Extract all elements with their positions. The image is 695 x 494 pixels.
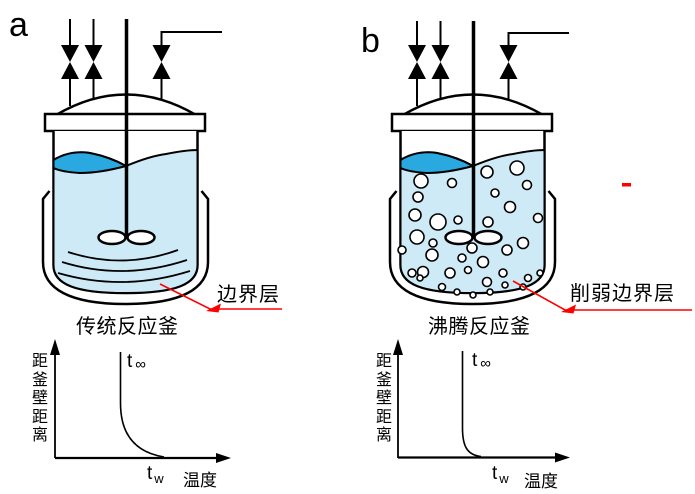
t-infinity-label-b: t∞	[472, 350, 491, 372]
annotation-boundary-layer: 边界层	[217, 284, 280, 306]
y-axis-arrow-icon-a	[50, 339, 60, 355]
y-axis-label-b: 距釜壁距离	[375, 353, 392, 444]
reactor-b	[388, 21, 569, 306]
leader-arrow-icon-b	[561, 304, 576, 314]
leader-line-b	[512, 280, 692, 314]
caption-reactor-a: 传统反应釜	[76, 316, 179, 338]
valve-icons-b	[408, 45, 518, 79]
leader-arrow-icon-a	[206, 303, 221, 313]
panel-letter-a: a	[9, 6, 28, 44]
reactor-a	[41, 19, 222, 306]
boundary-layer-lines-a	[57, 249, 191, 283]
x-axis-label-a: 温度	[183, 471, 217, 490]
x-axis-arrow-icon-a	[216, 453, 231, 463]
y-axis-arrow-icon-b	[393, 339, 403, 355]
profile-curve-a	[119, 352, 165, 458]
temperature-profile-graph-b	[393, 339, 570, 463]
feed-pipe-icons-a	[69, 19, 222, 106]
profile-curve-b	[461, 351, 482, 458]
stirrer-paddle-b	[444, 229, 503, 246]
panel-letter-b: b	[361, 22, 380, 60]
leader-line-a	[159, 283, 282, 313]
jacket-b	[388, 190, 557, 306]
jacket-a	[41, 190, 210, 306]
annotation-weakened-boundary-layer: 削弱边界层	[570, 283, 675, 305]
bubbles-b	[397, 160, 544, 299]
temperature-profile-graph-a	[50, 339, 231, 463]
x-axis-label-b: 温度	[524, 472, 558, 491]
valve-icons-a	[61, 45, 171, 79]
caption-reactor-b: 沸腾反应釜	[428, 316, 531, 338]
t-infinity-label-a: t∞	[127, 351, 146, 373]
y-axis-label-a: 距釜壁距离	[31, 353, 48, 444]
stirrer-paddle-a	[97, 229, 156, 246]
red-dash-mark	[622, 183, 631, 187]
x-axis-arrow-icon-b	[555, 452, 570, 463]
